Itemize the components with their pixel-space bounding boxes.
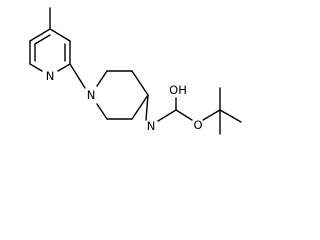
bond-py-c2-n1 (57, 63, 71, 72)
bond-py-c2-pip-n (69, 63, 86, 89)
structural-formula: N N N OH O (29, 7, 242, 135)
pyridine-nitrogen-label: N (46, 69, 55, 83)
bond-pip-c3-c4 (131, 70, 149, 96)
amide-nitrogen-label: N (147, 119, 156, 133)
bond-amide-n-carbonyl-c (157, 109, 177, 122)
bond-pip-c6-n (96, 103, 108, 120)
bond-carbonyl-c-o (175, 109, 193, 121)
atom-labels: N N N OH O (46, 69, 203, 133)
bond-tert-c-me-right (219, 109, 242, 123)
bond-o-tert-c (202, 109, 221, 121)
bond-c4-amide-n (145, 94, 149, 121)
ester-oxygen-label: O (193, 118, 202, 132)
bond-py-c5-c4 (29, 28, 51, 42)
piperidine-nitrogen-label: N (87, 88, 96, 102)
bond-py-n1-c6 (29, 63, 43, 72)
bond-pip-n-c2 (96, 70, 108, 87)
bond-py-c4-c3 (49, 28, 71, 42)
bond-lines (29, 7, 242, 135)
bond-py-c5-c4-inner (34, 34, 51, 45)
bond-pip-c4-c5 (131, 94, 149, 120)
hydroxyl-label: OH (169, 83, 187, 97)
